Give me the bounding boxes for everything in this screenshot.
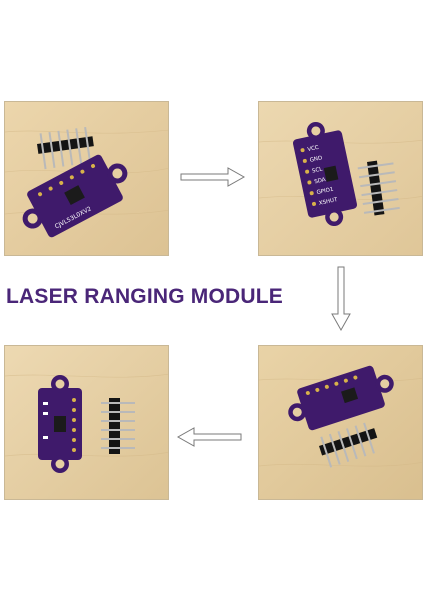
pin-label-gpio1: GPIO1 <box>316 187 334 196</box>
pin-label-vcc: VCC <box>307 145 320 153</box>
arrow-left-icon <box>176 427 242 447</box>
pin-label-sda: SDA <box>314 177 327 185</box>
page-title: LASER RANGING MODULE <box>6 285 283 308</box>
photo-step-2: VCC GND SCL SDA GPIO1 XSHUT <box>258 101 423 256</box>
pin-header <box>37 126 94 170</box>
pin-label-scl: SCL <box>312 166 324 174</box>
photo-step-1: CJVL53L0XV2 <box>4 101 169 256</box>
arrow-down-icon <box>331 266 351 332</box>
pin-header <box>319 422 378 468</box>
pin-label-gnd: GND <box>309 155 323 163</box>
pin-label-xshut: XSHUT <box>318 197 338 207</box>
sensor-board <box>38 375 82 473</box>
arrow-right-icon <box>180 167 246 187</box>
sensor-board: CJVL53L0XV2 <box>22 154 128 238</box>
sensor-board <box>288 365 394 431</box>
pin-header <box>357 160 400 216</box>
photo-step-4 <box>4 345 169 500</box>
pin-header <box>101 398 135 454</box>
sensor-board: VCC GND SCL SDA GPIO1 XSHUT <box>292 121 358 227</box>
photo-step-3 <box>258 345 423 500</box>
